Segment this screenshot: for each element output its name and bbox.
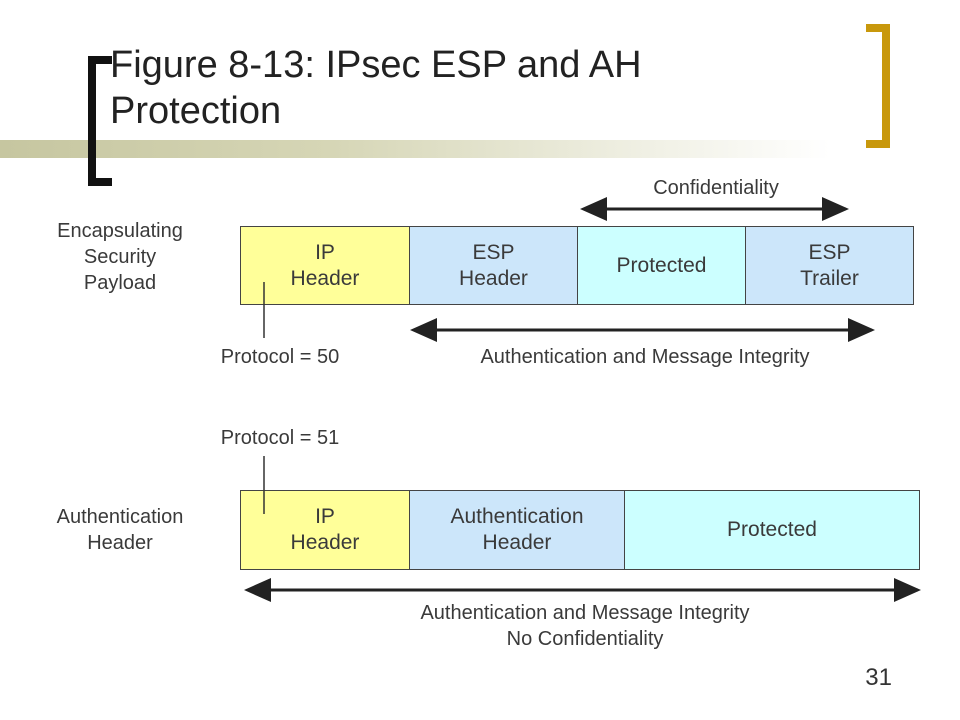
box-text: Header: [459, 266, 528, 290]
esp-side-label: Encapsulating Security Payload: [22, 218, 218, 296]
ah-auth-integrity-line-1: Authentication and Message Integrity: [420, 602, 750, 624]
ah-auth-integrity-line-2: No Confidentiality: [506, 628, 664, 650]
slide-title: Figure 8-13: IPsec ESP and AH Protection: [110, 42, 830, 134]
box-text: Protected: [616, 253, 707, 277]
ah-auth-integrity-label: Authentication and Message Integrity No …: [320, 600, 850, 652]
esp-side-label-line-1: Encapsulating: [57, 220, 183, 242]
esp-protected-box: Protected: [577, 226, 746, 305]
ah-side-label-line-2: Header: [87, 532, 153, 554]
esp-protocol-label: Protocol = 50: [220, 346, 340, 368]
box-text: Header: [290, 266, 360, 290]
ah-authentication-header-box: Authentication Header: [409, 490, 625, 570]
box-text: Protected: [727, 518, 817, 541]
slide-title-line-1: Figure 8-13: IPsec ESP and AH: [110, 44, 642, 86]
box-text: Authentication: [450, 505, 584, 528]
esp-side-label-line-3: Payload: [83, 272, 157, 294]
esp-ip-header-box: IP Header: [240, 226, 410, 305]
page-number: 31: [865, 664, 892, 691]
ah-side-label: Authentication Header: [20, 504, 220, 556]
box-text: Header: [482, 531, 552, 554]
title-underline-bar: [0, 140, 830, 158]
box-text: ESP: [808, 240, 851, 264]
esp-side-label-line-2: Security: [83, 246, 157, 268]
box-text: IP: [315, 505, 335, 528]
esp-header-box: ESP Header: [409, 226, 578, 305]
ah-protocol-label: Protocol = 51: [220, 427, 340, 449]
box-text: Header: [290, 531, 360, 554]
box-text: IP: [315, 240, 335, 264]
esp-auth-integrity-label: Authentication and Message Integrity: [480, 346, 810, 368]
box-text: ESP: [472, 240, 515, 264]
left-bracket-decoration: [88, 56, 112, 186]
box-text: Trailer: [800, 266, 859, 290]
ah-side-label-line-1: Authentication: [56, 506, 184, 528]
esp-trailer-box: ESP Trailer: [745, 226, 914, 305]
esp-confidentiality-label: Confidentiality: [653, 177, 779, 199]
right-bracket-decoration: [866, 24, 890, 148]
slide-title-line-2: Protection: [110, 90, 282, 132]
ah-ip-header-box: IP Header: [240, 490, 410, 570]
ah-protected-box: Protected: [624, 490, 920, 570]
